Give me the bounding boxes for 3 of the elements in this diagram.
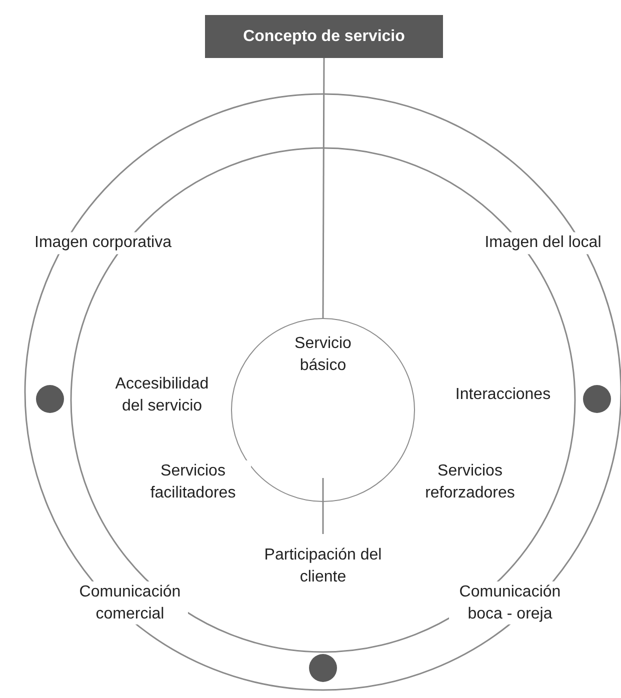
connector-line [322, 58, 325, 318]
title-box [205, 15, 443, 58]
node-text: Concepto de servicio [243, 26, 405, 47]
